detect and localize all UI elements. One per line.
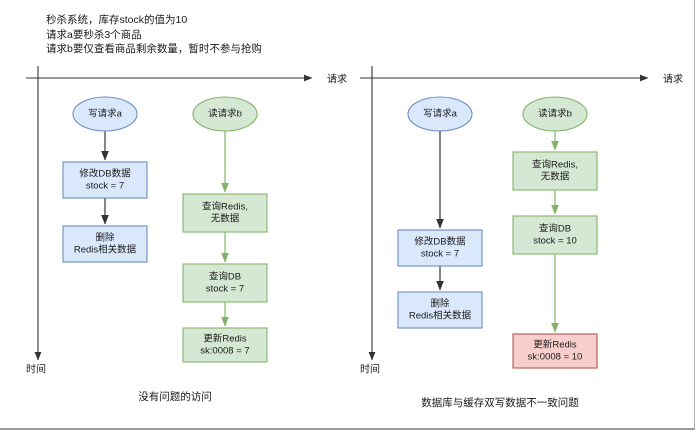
header-note: 秒杀系统，库存stock的值为10 请求a要秒杀3个商品请求b要仅查看商品剩余数量… — [46, 13, 262, 57]
node-label-line-1: 修改DB数据 — [414, 236, 466, 248]
panel-caption: 没有问题的访问 — [138, 390, 212, 403]
node-label-line-2: stock = 7 — [206, 284, 244, 295]
node-shape-rect — [512, 333, 598, 369]
node-label-line-1: 查询DB — [539, 223, 571, 235]
node-label-line-2: sk:0008 = 7 — [200, 346, 249, 357]
request-axis-label: 请求 — [663, 73, 683, 86]
header-note-line-3: 请求b要仅查看商品剩余数量，暂时不参与抢购 — [46, 43, 262, 55]
time-axis-label: 时间 — [26, 363, 46, 376]
node-label-line-1: 读请求b — [538, 108, 572, 120]
node-label-line-2: stock = 10 — [533, 236, 577, 247]
node-label-line-2: stock = 7 — [86, 181, 124, 192]
node-label-line-1: 查询Redis, — [532, 159, 578, 171]
node-shape-rect — [62, 161, 148, 199]
node-shape-ellipse — [72, 96, 138, 132]
node-label-line-1: 查询DB — [209, 271, 241, 283]
node-label-line-2: Redis相关数据 — [409, 310, 472, 322]
node-query-redis-no-data[interactable]: 查询Redis,无数据 — [182, 193, 268, 233]
node-read-request-b[interactable]: 读请求b — [192, 96, 258, 132]
node-shape-ellipse — [192, 96, 258, 132]
node-shape-rect — [182, 263, 268, 303]
node-label-line-1: 更新Redis — [533, 339, 577, 351]
node-label-line-1: 更新Redis — [203, 333, 247, 345]
node-shape-rect — [397, 291, 483, 329]
panel-caption: 数据库与缓存双写数据不一致问题 — [421, 396, 579, 409]
request-axis-label: 请求 — [327, 73, 347, 86]
node-label-line-2: Redis相关数据 — [74, 244, 137, 256]
node-label-line-1: 查询Redis, — [202, 201, 248, 213]
node-query-redis-no-data[interactable]: 查询Redis,无数据 — [512, 151, 598, 191]
node-write-request-a[interactable]: 写请求a — [407, 96, 473, 132]
node-label-line-2: 无数据 — [541, 171, 570, 183]
node-shape-ellipse — [407, 96, 473, 132]
node-read-request-b[interactable]: 读请求b — [522, 96, 588, 132]
time-axis-label: 时间 — [360, 363, 380, 376]
node-label-line-2: sk:0008 = 10 — [528, 352, 583, 363]
node-label-line-1: 修改DB数据 — [79, 168, 131, 180]
node-shape-rect — [512, 215, 598, 255]
node-label-line-1: 删除 — [430, 298, 450, 310]
header-note-line-2: 请求a要秒杀3个商品 — [46, 28, 142, 41]
node-shape-rect — [62, 225, 148, 263]
node-write-request-a[interactable]: 写请求a — [72, 96, 138, 132]
node-label-line-1: 删除 — [95, 232, 115, 244]
node-shape-rect — [182, 193, 268, 233]
node-shape-rect — [512, 151, 598, 191]
node-label-line-1: 写请求a — [423, 108, 458, 120]
node-label-line-2: 无数据 — [211, 213, 240, 225]
node-label-line-1: 写请求a — [88, 108, 123, 120]
node-label-line-1: 读请求b — [208, 108, 242, 120]
header-note-line-1: 秒杀系统，库存stock的值为10 — [46, 14, 188, 26]
node-shape-rect — [397, 229, 483, 267]
node-shape-ellipse — [522, 96, 588, 132]
node-shape-rect — [182, 327, 268, 363]
node-label-line-2: stock = 7 — [421, 249, 459, 260]
